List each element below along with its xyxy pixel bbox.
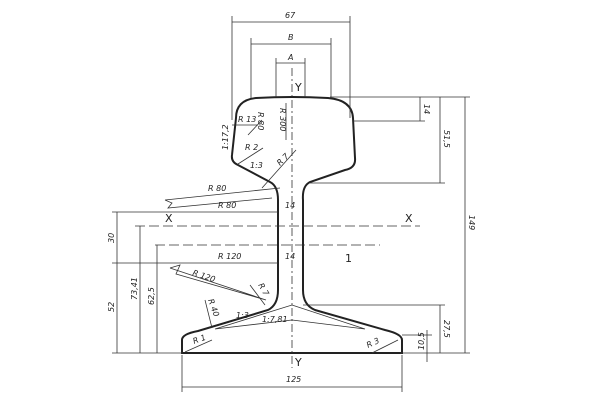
x-axis-label-left: X (165, 212, 173, 225)
foot-inner-lines (214, 304, 366, 330)
dim-r80-upper: R 80 (208, 184, 226, 193)
dim-27-5: 27,5 (442, 320, 451, 338)
dim-r13: R 13 (238, 115, 256, 124)
right-dimensions (303, 96, 470, 362)
dim-14-upper: 14 (285, 201, 295, 210)
dim-r120: R 120 (218, 252, 241, 261)
dim-r80-head: R 80 (256, 112, 265, 130)
rail-outline (181, 96, 403, 354)
dim-14-lower: 14 (285, 252, 295, 261)
dim-73-41: 73,41 (130, 277, 139, 300)
y-axis-label-top: Y (294, 81, 302, 94)
dim-10-5: 10,5 (417, 332, 426, 350)
dim-14-head: 14 (422, 104, 431, 114)
x-axis-label-right: X (405, 212, 413, 225)
dim-slope-1-3-foot: 1:3 (236, 311, 249, 320)
y-axis-label-bottom: Y (294, 356, 302, 369)
dim-r1-foot: R 1 (192, 333, 207, 346)
dim-r7-head: R 7 (275, 151, 291, 167)
dim-r300: R 300 (278, 108, 287, 131)
left-dimensions (112, 103, 403, 392)
dim-r80: R 80 (218, 201, 236, 210)
dim-b: B (288, 33, 294, 42)
dim-r2: R 2 (245, 143, 258, 152)
dim-67: 67 (285, 11, 296, 20)
dim-51-5: 51,5 (442, 130, 451, 148)
reference-line-label: 1 (345, 252, 352, 265)
dim-r3-foot: R 3 (365, 336, 381, 350)
dim-62-5: 62,5 (147, 287, 156, 305)
dim-149: 149 (467, 215, 476, 230)
dim-slope-17-2: 1:17,2 (221, 124, 230, 150)
dim-30: 30 (107, 233, 116, 243)
dim-slope-1-3-head: 1:3 (250, 161, 263, 170)
dim-slope-7-81: 1:7,81 (262, 315, 288, 324)
top-dimensions (231, 16, 351, 120)
dim-a: A (287, 53, 293, 62)
dim-52: 52 (107, 302, 116, 312)
dim-125: 125 (286, 375, 301, 384)
